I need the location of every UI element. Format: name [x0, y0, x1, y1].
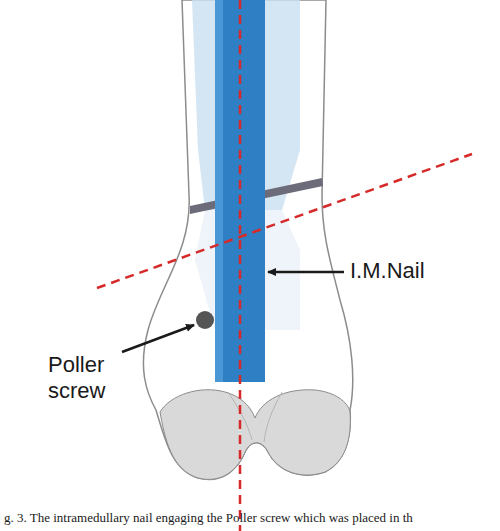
nail-highlight	[215, 0, 223, 382]
femur-bone	[143, 0, 352, 479]
poller-screw	[196, 311, 214, 329]
figure-caption: g. 3. The intramedullary nail engaging t…	[4, 510, 413, 526]
leader-arrow	[122, 325, 194, 352]
intercondylar-notch	[228, 392, 282, 442]
fracture-plane-line	[97, 154, 472, 288]
part-label: Poller screw	[48, 352, 128, 404]
leader-arrow	[268, 271, 344, 274]
part-label: I.M.Nail	[350, 258, 425, 284]
intramedullary-nail	[215, 0, 265, 382]
condyle-shading	[160, 390, 350, 480]
axis-line	[239, 0, 242, 531]
